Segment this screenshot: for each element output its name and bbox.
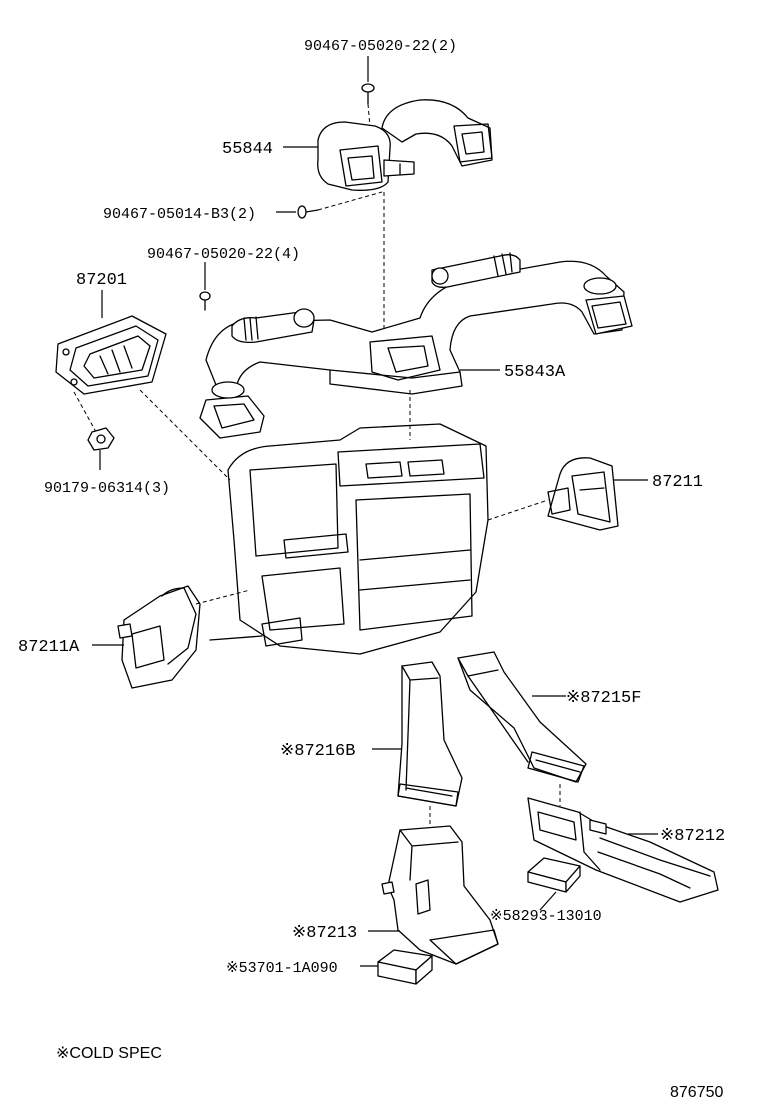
label-bolt-top: 90467-05020-22(2) xyxy=(304,38,457,55)
label-87212: ※87212 xyxy=(660,827,725,846)
label-bolt-mid: 90467-05014-B3(2) xyxy=(103,206,256,223)
diagram-number: 876750 xyxy=(670,1084,723,1101)
duct-55844 xyxy=(317,99,493,191)
duct-87212 xyxy=(527,797,719,903)
label-87216b: ※87216B xyxy=(280,742,355,761)
duct-87215f xyxy=(457,651,587,783)
duct-55843a xyxy=(199,252,633,439)
label-nut-90179: 90179-06314(3) xyxy=(44,480,170,497)
bolt-left-icon xyxy=(199,262,211,311)
cold-spec-note: ※COLD SPEC xyxy=(56,1045,162,1062)
label-55843a: 55843A xyxy=(504,363,566,382)
label-55844: 55844 xyxy=(222,140,273,159)
case-87211a xyxy=(117,585,201,689)
case-87211 xyxy=(547,457,619,531)
pad-53701 xyxy=(377,949,433,985)
vent-87201 xyxy=(55,315,167,395)
bolt-mid-icon xyxy=(276,191,383,219)
duct-87216b xyxy=(397,661,463,807)
label-87211a: 87211A xyxy=(18,638,80,657)
label-pad-53701: ※53701-1A090 xyxy=(226,960,338,977)
pad-58293 xyxy=(527,857,581,893)
nut-90179-icon xyxy=(87,427,115,470)
label-pad-58293: ※58293-13010 xyxy=(490,908,602,925)
label-87201: 87201 xyxy=(76,271,127,290)
label-87211: 87211 xyxy=(652,473,703,492)
label-bolt-left: 90467-05020-22(4) xyxy=(147,246,300,263)
duct-87213 xyxy=(381,825,499,965)
label-87213: ※87213 xyxy=(292,924,357,943)
hvac-unit xyxy=(209,423,489,655)
label-87215f: ※87215F xyxy=(566,689,641,708)
